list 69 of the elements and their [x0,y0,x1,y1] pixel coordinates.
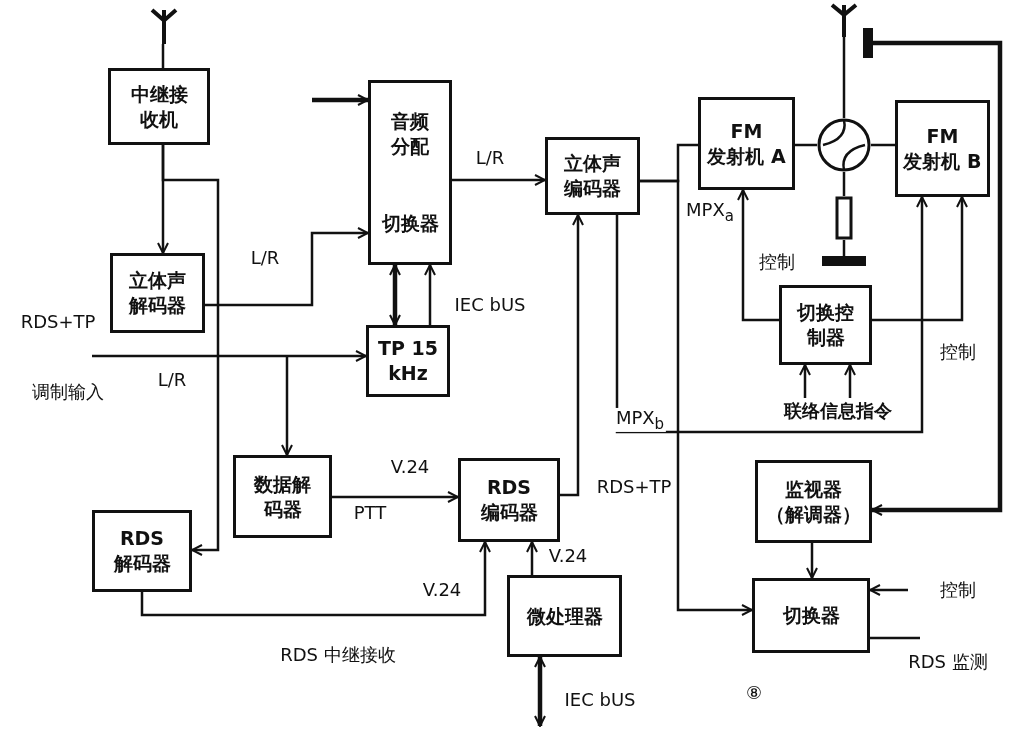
box-label: 切换器 [782,603,840,628]
arrow [872,196,968,322]
arrow [640,179,753,616]
process-box [458,458,560,542]
arrow [560,214,584,497]
arrow [871,40,1003,516]
antenna-icon [150,8,178,44]
box-label: FM 发射机 B [902,123,983,174]
box-label: 联络信息指令 [784,399,892,423]
process-box [755,460,872,543]
box-label: 音频分配 [390,109,430,159]
arrow [526,541,538,575]
arrow [452,174,546,186]
process-box [92,510,192,592]
terminal-bar [863,28,873,58]
resistor-symbol [835,196,853,240]
edge-label: 控制 [757,252,797,272]
box-label: 立体声解码器 [128,268,187,318]
text-label: 调制输入 [30,382,106,402]
arrow [737,189,779,322]
box-label: TP 15 kHz [377,336,439,386]
combiner-circle [817,118,871,172]
arrow [534,656,546,727]
box-label: 中继接收机 [129,81,189,132]
arrow [424,264,436,325]
connector-line [161,44,165,68]
box-label: RDS 解码器 [112,526,172,576]
connector-line [795,143,817,147]
process-box [895,100,990,197]
arrow [161,145,220,556]
box-label: 微处理器 [526,603,603,629]
process-box [110,253,205,333]
process-box [698,97,795,190]
arrow [389,264,401,326]
process-box [233,455,332,538]
ground-symbol [822,256,866,266]
box-label: 数据解码器 [253,471,312,522]
connector-line [870,636,920,640]
arrow [312,94,369,106]
process-box [368,80,452,265]
process-box [779,285,872,365]
arrow [844,364,856,398]
connector-line [871,143,895,147]
arrow [799,364,811,398]
edge-label: 控制 [938,580,978,600]
process-box [366,325,450,397]
arrow [332,491,459,503]
process-box [752,578,870,653]
box-label: 切换器 [381,211,439,236]
arrow [806,543,818,579]
connector-line [842,172,846,196]
arrow [92,350,367,362]
box-label: 切换控制器 [796,300,855,350]
arrow [615,196,928,434]
process-box [108,68,210,145]
process-box [507,575,622,657]
arrow [869,584,908,596]
arrow [281,356,293,456]
edge-label: 控制 [938,342,978,362]
arrow [140,541,491,617]
edge-label: MPX$_{b}$ [613,407,667,433]
connector-line [842,37,846,118]
box-label: 立体声编码器 [563,151,622,201]
box-label: 监视器（解调器） [765,476,862,527]
box-label: FM 发射机 A [706,118,787,169]
antenna-icon [830,3,858,37]
box-label: RDS 编码器 [479,475,539,525]
process-box [545,137,640,215]
arrow [205,227,369,307]
